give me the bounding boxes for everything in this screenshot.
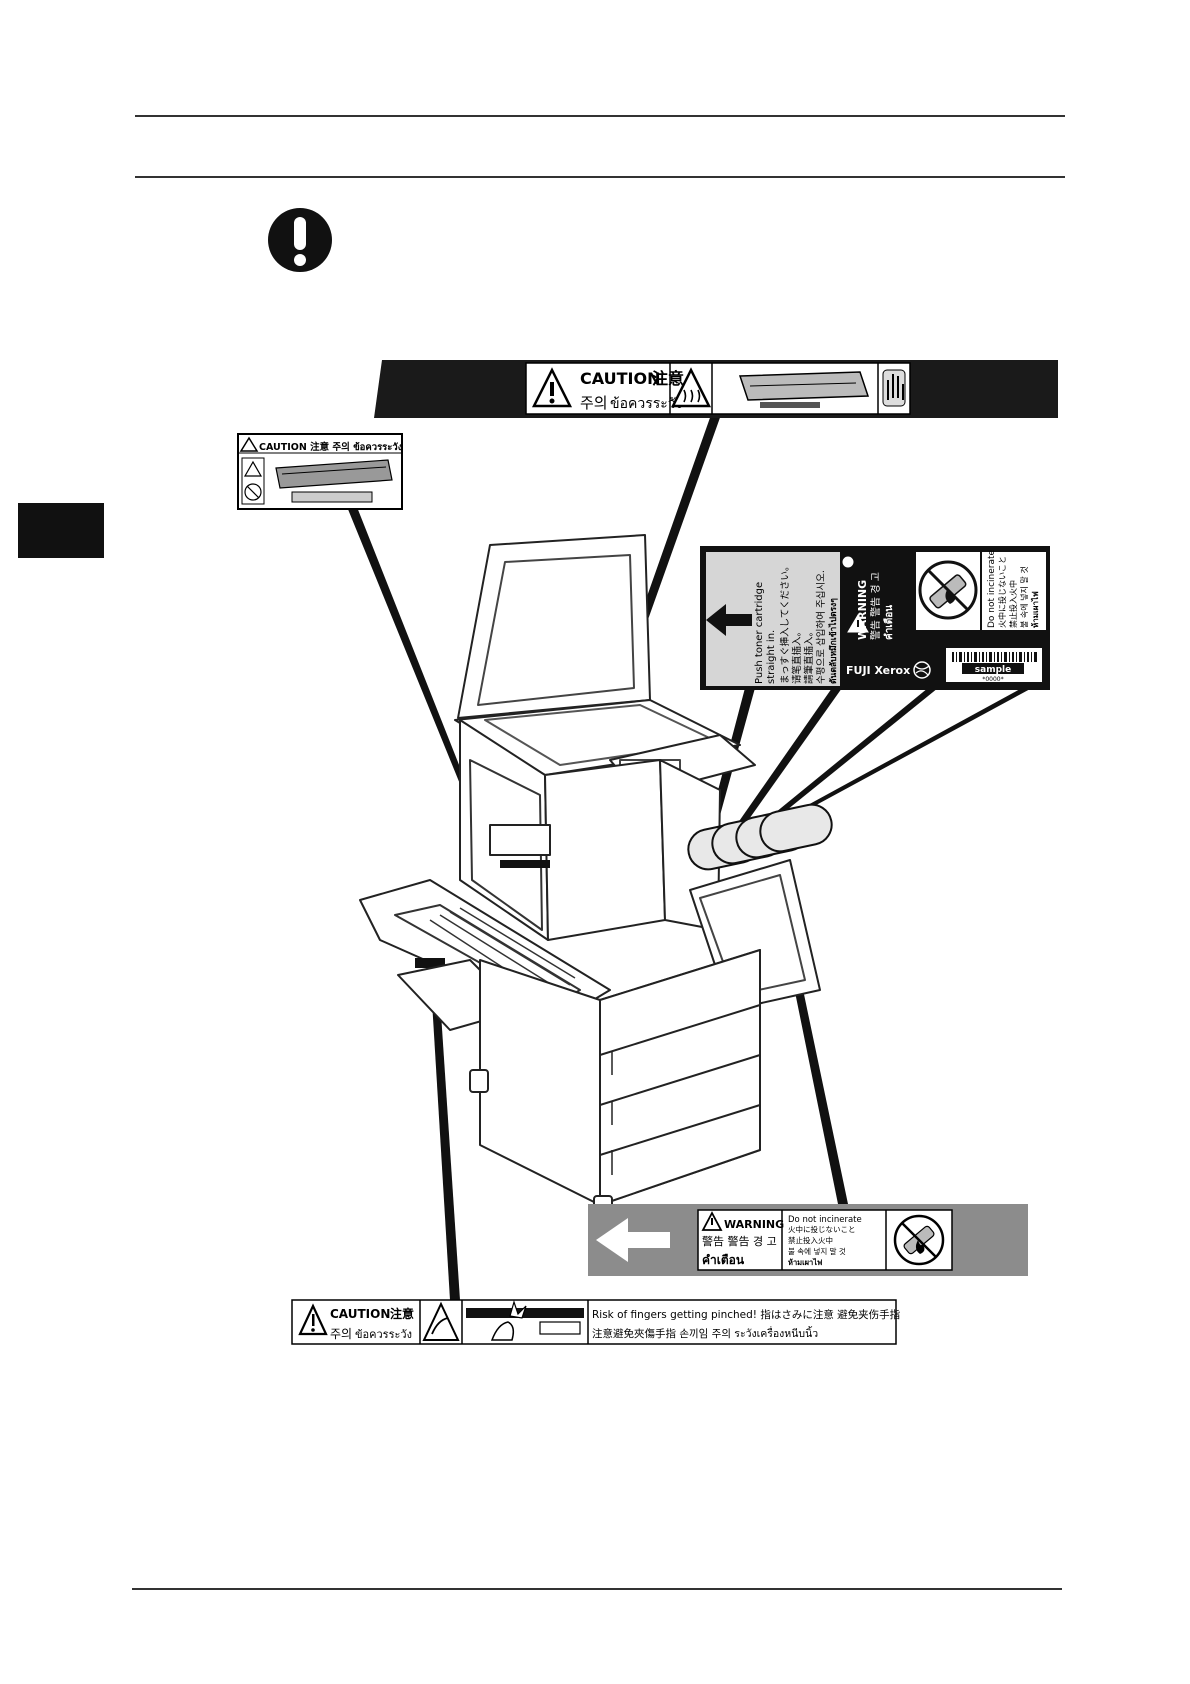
fuser-unit-image	[716, 366, 874, 411]
push-text-jp: まっすぐ挿入してください。	[779, 561, 791, 684]
bottom-incinerate-th: ห้ามเผาไฟ	[788, 1257, 822, 1267]
fuser-inner-image	[275, 459, 393, 503]
hot-surface-small-icon	[243, 460, 263, 477]
push-text-line2: straight in.	[766, 630, 777, 684]
warning-triangle-panel-icon	[847, 614, 869, 633]
warning-triangle-icon	[531, 367, 573, 408]
push-text-line1: Push toner cartridge	[754, 582, 765, 684]
panel-warning-thai: คำเตือน	[883, 605, 895, 640]
chapter-tab	[18, 503, 104, 558]
pinch-caution-korean: 주의	[330, 1327, 352, 1341]
pinch-caution-text: CAUTION	[330, 1307, 390, 1321]
pinch-point-image	[466, 1299, 584, 1341]
fuser-caution-cjk: 注意	[652, 369, 684, 388]
no-touch-small-icon	[244, 483, 262, 501]
fuser-caution-label: CAUTION 注意 주의 ข้อควรระวัง	[374, 360, 1058, 418]
panel-incinerate-ko: 불 속에 넣지 말 것	[1019, 566, 1029, 628]
panel-incinerate-th: ห้ามเผาไฟ	[1030, 591, 1040, 628]
brand-logo-text: FUJI Xerox	[846, 664, 910, 677]
small-caution-text: CAUTION 注意 주의 ข้อควรระวัง	[259, 441, 403, 453]
bottom-incinerate-ko: 불 속에 넣지 말 것	[788, 1246, 846, 1256]
header-rule-top	[135, 115, 1065, 117]
exclamation-icon	[268, 208, 332, 272]
toner-cartridge-label: Push toner cartridge straight in. まっすぐ挿入…	[700, 546, 1050, 690]
finger-pinch-icon	[422, 1301, 460, 1341]
panel-incinerate-jp: 火中に投じないこと	[997, 556, 1007, 628]
no-incinerate-bottom-icon	[893, 1214, 945, 1266]
barcode	[952, 652, 1037, 662]
pinch-caution-thai: ข้อควรระวัง	[355, 1328, 412, 1341]
bottom-warning-text: WARNING	[724, 1218, 784, 1231]
push-text-ko: 수평으로 삽입하여 주십시오.	[815, 570, 827, 684]
barcode-sample-text: sample	[975, 665, 1011, 675]
fuser-caution-text: CAUTION	[580, 369, 660, 388]
header-rule-bottom	[135, 176, 1065, 178]
no-touch-hand-icon	[882, 369, 906, 407]
pinch-line2: 注意避免夾傷手指 손끼임 주의 ระวังเครื่องหนีบนิ้ว	[592, 1326, 818, 1340]
hot-surface-icon	[670, 367, 712, 408]
toner-warning-label: WARNING 警告 警告 경 고 คำเตือน Do not inciner…	[588, 1204, 1028, 1276]
no-incinerate-icon	[918, 560, 978, 620]
pinch-caution-cjk: 注意	[390, 1306, 414, 1321]
xerox-sphere-icon	[913, 661, 931, 679]
pinch-line1: Risk of fingers getting pinched! 指はさみに注意…	[592, 1308, 901, 1321]
arrow-left-large-icon	[596, 1218, 670, 1262]
fuser-caution-thai: ข้อควรระวัง	[610, 396, 682, 412]
panel-incinerate-en: Do not incinerate	[987, 549, 997, 628]
fuser-inner-caution-label: CAUTION 注意 주의 ข้อควรระวัง	[237, 433, 403, 510]
panel-warning-cjk: 警告 警告 경 고	[869, 572, 882, 640]
push-text-th: ดันตลับหมึกเข้าไปตรงๆ	[828, 598, 839, 684]
fuser-caution-korean: 주의	[580, 394, 608, 412]
warning-triangle-pinch-icon	[298, 1303, 328, 1336]
barcode-code-text: *0000*	[982, 676, 1003, 683]
bottom-incinerate-zh: 禁止投入火中	[788, 1235, 833, 1245]
bottom-incinerate-en: Do not incinerate	[788, 1215, 862, 1225]
warning-triangle-bottom-icon	[701, 1211, 723, 1231]
panel-incinerate-zh: 禁止投入火中	[1008, 580, 1018, 628]
arrow-left-icon	[706, 604, 752, 636]
bottom-incinerate-jp: 火中に投じないこと	[788, 1224, 856, 1234]
pinch-caution-label: CAUTION 注意 주의 ข้อควรระวัง Risk of finger…	[291, 1299, 901, 1345]
warning-triangle-small-icon	[239, 436, 259, 452]
printer-illustration	[359, 534, 833, 1211]
bottom-warning-cjk: 警告 警告 경 고	[702, 1234, 777, 1248]
footer-rule	[132, 1588, 1062, 1590]
push-text-zh1: 请笔直插入。	[791, 627, 803, 684]
bottom-warning-thai: คำเตือน	[702, 1253, 745, 1267]
push-text-zh2: 請筆直插入。	[803, 627, 815, 684]
